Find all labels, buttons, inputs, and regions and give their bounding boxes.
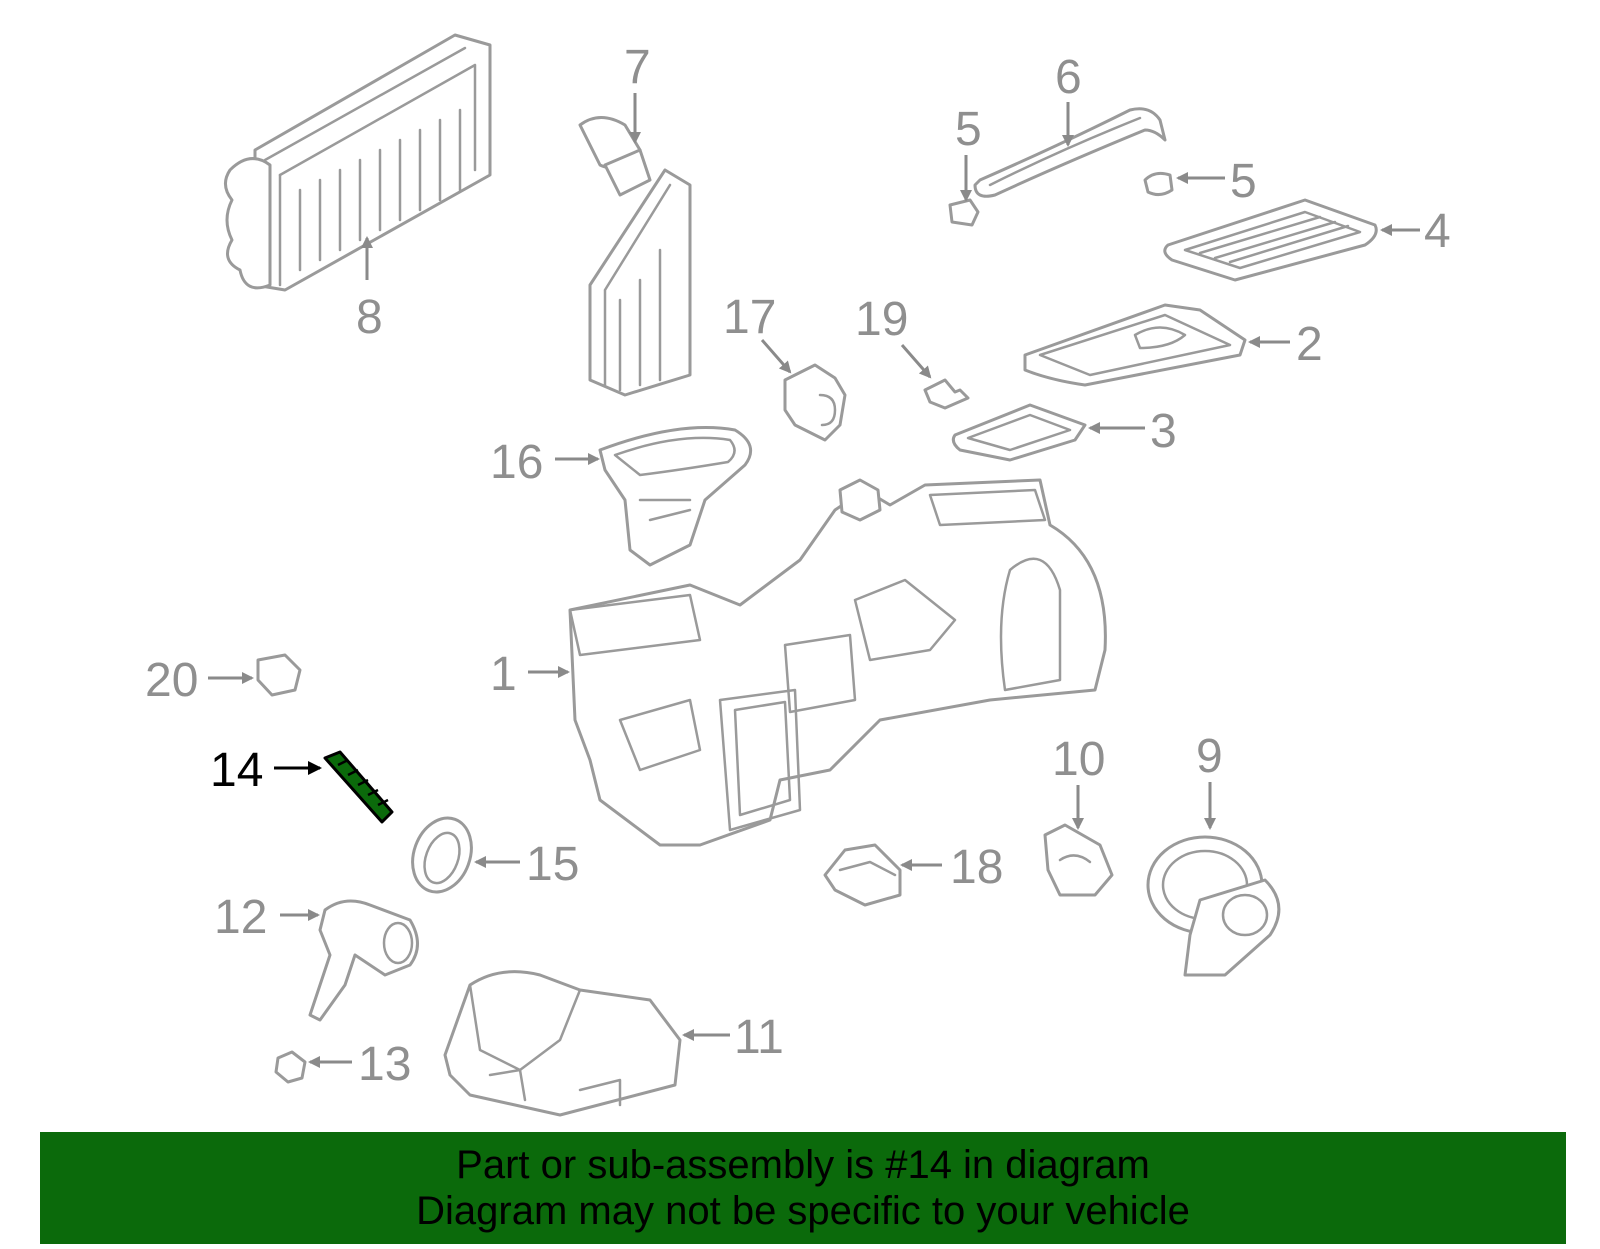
callout-8: 8: [356, 291, 383, 344]
part-18-module[interactable]: [823, 843, 902, 907]
callout-13: 13: [358, 1038, 411, 1091]
part-2-cover[interactable]: [1023, 303, 1247, 387]
part-12-duct[interactable]: [308, 899, 419, 1022]
callout-1: 1: [490, 648, 517, 701]
part-16-duct[interactable]: [598, 426, 753, 567]
callout-4: 4: [1424, 205, 1451, 258]
part-15-seal[interactable]: [403, 810, 482, 901]
callout-14-highlighted: 14: [210, 744, 263, 797]
callout-17: 17: [723, 291, 776, 344]
part-1-housing[interactable]: [568, 478, 1107, 847]
part-14-highlighted[interactable]: [323, 750, 394, 824]
callout-15: 15: [526, 838, 579, 891]
callout-11: 11: [734, 1011, 784, 1064]
part-3-gasket[interactable]: [951, 403, 1087, 462]
callout-2: 2: [1296, 318, 1323, 371]
callout-19: 19: [855, 293, 908, 346]
info-banner: Part or sub-assembly is #14 in diagram D…: [40, 1132, 1566, 1244]
part-9-blower-motor[interactable]: [1146, 835, 1281, 977]
callout-20: 20: [145, 654, 198, 707]
part-11-lower-case[interactable]: [443, 970, 682, 1117]
part-10-actuator[interactable]: [1043, 823, 1114, 897]
part-8-heater-core[interactable]: [224, 33, 492, 292]
callout-9: 9: [1196, 730, 1223, 783]
callout-5-right: 5: [1230, 155, 1257, 208]
callout-7: 7: [624, 41, 651, 94]
callout-12: 12: [214, 891, 267, 944]
callout-6: 6: [1055, 51, 1082, 104]
callout-16: 16: [490, 436, 543, 489]
part-20-clip[interactable]: [256, 653, 302, 697]
part-17-actuator[interactable]: [783, 363, 847, 442]
part-5-clip-right[interactable]: [1143, 171, 1174, 197]
part-19-sensor[interactable]: [923, 378, 970, 410]
banner-line-1: Part or sub-assembly is #14 in diagram: [456, 1143, 1150, 1187]
callout-3: 3: [1150, 405, 1177, 458]
parts-diagram: 8 7 6 5 5 4 2 3 19 17 16 1 20 14 15 12 1…: [145, 33, 1451, 1117]
callout-5-left: 5: [955, 103, 982, 156]
part-5-clip-left[interactable]: [948, 198, 980, 227]
part-7-evaporator[interactable]: [578, 116, 692, 397]
part-13-nut[interactable]: [274, 1050, 307, 1084]
callout-10: 10: [1052, 733, 1105, 786]
banner-line-2: Diagram may not be specific to your vehi…: [416, 1189, 1190, 1233]
callout-18: 18: [950, 841, 1003, 894]
part-4-filter[interactable]: [1163, 198, 1378, 282]
part-6-bracket[interactable]: [973, 107, 1167, 198]
